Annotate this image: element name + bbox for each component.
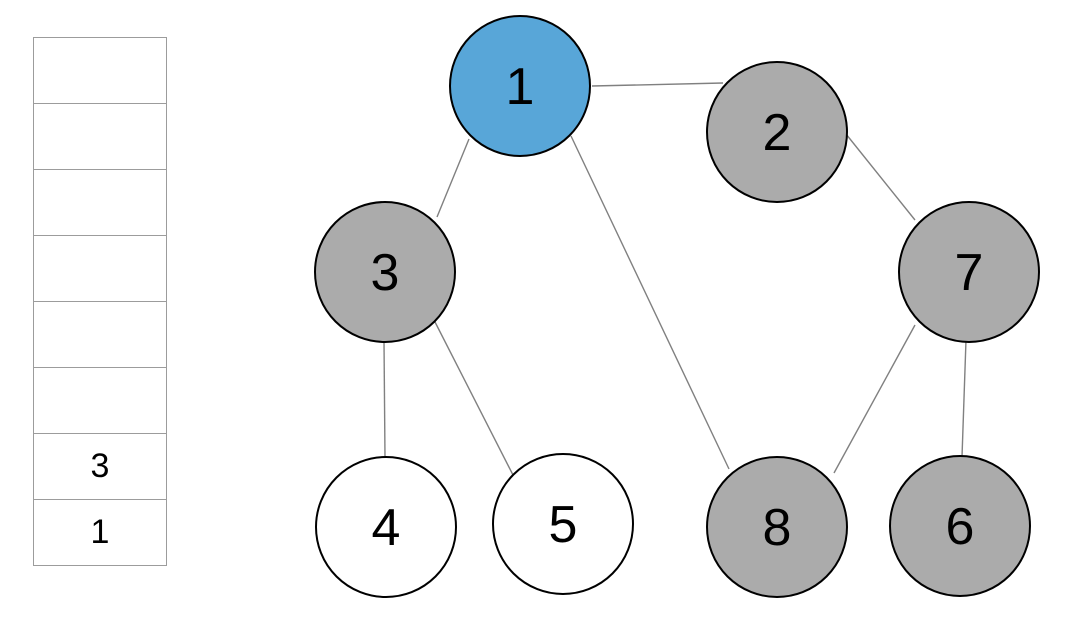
stack-cell <box>33 235 167 302</box>
graph-node-4[interactable]: 4 <box>315 456 457 598</box>
graph-edge-7-6 <box>961 339 967 458</box>
graph-edge-1-3 <box>436 138 470 218</box>
stack-cell <box>33 367 167 434</box>
graph-node-circle[interactable] <box>314 201 456 343</box>
stack-cell <box>33 103 167 170</box>
stack-cell <box>33 37 167 104</box>
graph-node-5[interactable]: 5 <box>492 453 634 595</box>
stack-cell: 1 <box>33 499 167 566</box>
graph-edge-1-2 <box>591 82 724 87</box>
graph-node-circle[interactable] <box>889 455 1031 597</box>
graph-edge-2-7 <box>845 133 916 221</box>
graph-edge-1-8 <box>570 135 730 470</box>
graph-node-circle[interactable] <box>898 201 1040 343</box>
graph-edge-3-5 <box>433 319 514 476</box>
stack-cell: 3 <box>33 433 167 500</box>
graph-node-circle[interactable] <box>706 61 848 203</box>
stack-panel: 3 1 <box>33 37 167 566</box>
graph-edge-3-4 <box>383 340 386 459</box>
graph-node-3[interactable]: 3 <box>314 201 456 343</box>
graph-node-circle[interactable] <box>492 453 634 595</box>
graph-edge-7-8 <box>833 324 916 474</box>
graph-node-1[interactable]: 1 <box>449 15 591 157</box>
graph-node-2[interactable]: 2 <box>706 61 848 203</box>
graph-node-6[interactable]: 6 <box>889 455 1031 597</box>
stack-cell <box>33 301 167 368</box>
graph-node-circle[interactable] <box>449 15 591 157</box>
graph-node-7[interactable]: 7 <box>898 201 1040 343</box>
graph-node-circle[interactable] <box>706 456 848 598</box>
graph-node-8[interactable]: 8 <box>706 456 848 598</box>
graph-node-circle[interactable] <box>315 456 457 598</box>
